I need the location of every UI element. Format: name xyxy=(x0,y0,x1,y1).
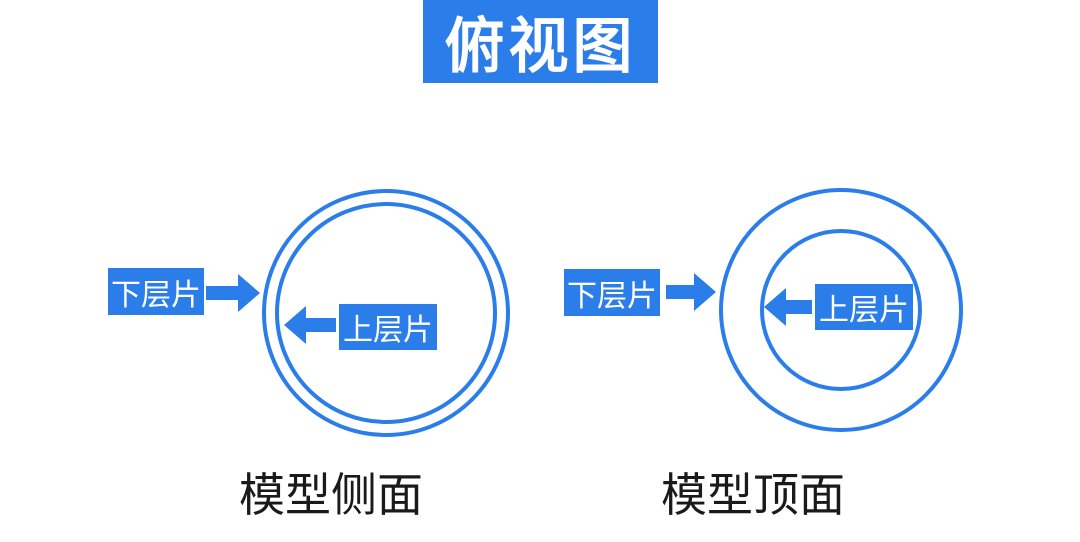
title-banner: 俯视图 xyxy=(423,0,658,83)
right-inner-circle xyxy=(760,229,922,391)
right-upper-arrow xyxy=(764,288,812,326)
right-lower-arrow xyxy=(666,273,716,311)
left-inner-circle xyxy=(275,202,497,424)
left-lower-arrow xyxy=(206,274,260,312)
right-lower-label: 下层片 xyxy=(564,269,660,316)
right-upper-label: 上层片 xyxy=(815,284,913,330)
left-outer-circle xyxy=(262,189,510,437)
right-caption: 模型顶面 xyxy=(661,468,845,522)
page-title: 俯视图 xyxy=(444,12,637,82)
right-outer-circle xyxy=(719,188,963,432)
left-upper-arrow xyxy=(284,306,336,344)
left-caption: 模型侧面 xyxy=(239,468,423,522)
left-upper-label: 上层片 xyxy=(339,304,437,350)
left-lower-label: 下层片 xyxy=(108,268,204,315)
